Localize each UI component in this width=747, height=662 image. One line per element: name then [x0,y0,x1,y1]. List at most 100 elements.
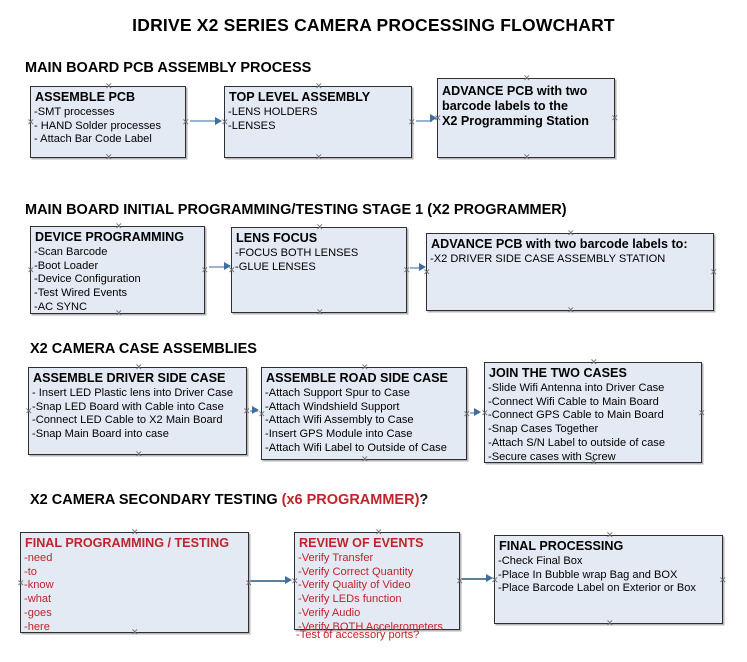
node-line: -what [24,593,52,606]
node-anchor-right[interactable] [719,577,726,584]
node-anchor-bottom[interactable] [590,459,597,466]
node-anchor-bottom[interactable] [523,154,530,161]
node-anchor-right[interactable] [463,411,470,418]
connector-assemble-pcb-to-top-level-assembly [190,120,216,122]
node-assemble-road-side-case[interactable]: ASSEMBLE ROAD SIDE CASE -Attach Support … [261,367,467,460]
node-anchor-top[interactable] [135,364,142,371]
node-anchor-top[interactable] [590,359,597,366]
node-top-level-assembly[interactable]: TOP LEVEL ASSEMBLY -LENS HOLDERS -LENSES [224,86,412,158]
node-anchor-bottom[interactable] [131,629,138,636]
node-line-overflow-test-of-accessory-ports: -Test of accessory ports? [296,629,420,641]
connector-lens-focus-to-advance-pcb-driver [410,267,423,269]
node-title: ADVANCE PCB with two barcode labels to: [431,237,688,251]
node-title: LENS FOCUS [236,231,318,245]
node-line: -FOCUS BOTH LENSES [235,246,359,259]
section-heading-suffix: ? [419,492,429,508]
node-anchor-top[interactable] [115,223,122,230]
node-anchor-top[interactable] [567,230,574,237]
node-join-the-two-cases[interactable]: JOIN THE TWO CASES -Slide Wifi Antenna i… [484,362,702,463]
node-line: -Boot Loader [34,259,99,272]
node-assemble-pcb[interactable]: ASSEMBLE PCB -SMT processes - HAND Solde… [30,86,186,158]
connector-arrowhead [224,262,231,270]
node-anchor-right[interactable] [611,115,618,122]
node-title: FINAL PROCESSING [499,539,624,553]
node-line: -LENSES [228,119,276,132]
node-line: -Attach Wifi Label to Outside of Case [265,442,447,455]
node-anchor-top[interactable] [316,224,323,231]
node-line-list: -Attach Support Spur to Case -Attach Win… [262,387,466,456]
node-line: -Snap LED Board with Cable into Case [32,400,224,413]
node-line: -Verify Correct Quantity [298,565,414,578]
connector-arrowhead [419,263,426,271]
node-anchor-top[interactable] [523,75,530,82]
node-review-of-events[interactable]: REVIEW OF EVENTS -Verify Transfer -Verif… [291,529,460,633]
node-anchor-left[interactable] [27,119,34,126]
node-anchor-bottom[interactable] [606,620,613,627]
node-anchor-left[interactable] [221,119,228,126]
connector-arrowhead [215,117,222,125]
node-line: - HAND Solder processes [34,119,162,132]
node-anchor-left[interactable] [291,578,298,585]
node-anchor-left[interactable] [17,580,24,587]
node-line: -Connect GPS Cable to Main Board [488,409,664,422]
node-anchor-right[interactable] [182,119,189,126]
node-anchor-top[interactable] [361,364,368,371]
node-anchor-right[interactable] [408,119,415,126]
node-line: -Connect LED Cable to X2 Main Board [32,414,223,427]
node-title: ASSEMBLE DRIVER SIDE CASE [33,371,226,385]
node-advance-pcb-to-x2-programming-station[interactable]: ADVANCE PCB with two barcode labels to t… [437,78,615,158]
section-heading-main-board-initial-programming-testing-stage-1: MAIN BOARD INITIAL PROGRAMMING/TESTING S… [25,202,567,218]
node-anchor-left[interactable] [25,408,32,415]
node-line: - Insert LED Plastic lens into Driver Ca… [32,386,233,399]
node-anchor-bottom[interactable] [315,154,322,161]
node-anchor-bottom[interactable] [105,154,112,161]
node-anchor-right[interactable] [698,410,705,417]
node-line: -Connect Wifi Cable to Main Board [488,395,659,408]
section-heading-x2-camera-secondary-testing: X2 CAMERA SECONDARY TESTING (x6 PROGRAMM… [30,492,428,508]
node-line: -Snap Cases Together [488,423,599,436]
node-line: -Verify Quality of Video [298,579,411,592]
node-anchor-bottom[interactable] [361,456,368,463]
node-anchor-right[interactable] [243,408,250,415]
section-heading-accent: (x6 PROGRAMMER) [281,492,420,508]
node-line-list: -need -to -know -what -goes -here [21,552,248,635]
node-anchor-top[interactable] [131,529,138,536]
node-line: -Secure cases with Screw [488,450,616,463]
node-line: -Place Barcode Label on Exterior or Box [498,582,696,595]
node-line-list: -LENS HOLDERS -LENSES [225,106,411,134]
node-title: TOP LEVEL ASSEMBLY [229,90,371,104]
node-line: -Verify LEDs function [298,593,402,606]
node-anchor-bottom[interactable] [316,309,323,316]
node-final-programming-testing[interactable]: FINAL PROGRAMMING / TESTING -need -to -k… [20,532,249,633]
node-anchor-left[interactable] [481,410,488,417]
node-line: -Verify Audio [298,607,361,620]
node-line-list: -SMT processes - HAND Solder processes -… [31,106,185,147]
connector-arrowhead [474,408,481,416]
node-anchor-left[interactable] [27,267,34,274]
node-anchor-top[interactable] [105,83,112,90]
node-line: -Snap Main Board into case [32,428,169,441]
node-anchor-left[interactable] [258,411,265,418]
node-line: -Test Wired Events [34,287,128,300]
node-lens-focus[interactable]: LENS FOCUS -FOCUS BOTH LENSES -GLUE LENS… [231,227,407,313]
node-anchor-bottom[interactable] [135,451,142,458]
node-line: -Attach Windshield Support [265,400,400,413]
node-anchor-right[interactable] [201,267,208,274]
node-anchor-bottom[interactable] [115,310,122,317]
node-advance-pcb-to-driver-side-case-assembly-station[interactable]: ADVANCE PCB with two barcode labels to: … [426,233,714,311]
node-device-programming[interactable]: DEVICE PROGRAMMING -Scan Barcode -Boot L… [30,226,205,314]
section-heading-main-board-pcb-assembly-process: MAIN BOARD PCB ASSEMBLY PROCESS [25,60,312,76]
node-anchor-top[interactable] [315,83,322,90]
node-anchor-bottom[interactable] [567,307,574,314]
node-final-processing[interactable]: FINAL PROCESSING -Check Final Box -Place… [494,535,723,624]
node-anchor-top[interactable] [375,529,382,536]
node-assemble-driver-side-case[interactable]: ASSEMBLE DRIVER SIDE CASE - Insert LED P… [28,367,247,455]
node-anchor-top[interactable] [606,532,613,539]
node-line-list: - Insert LED Plastic lens into Driver Ca… [29,387,246,442]
node-line: -Attach Support Spur to Case [265,386,410,399]
connector-device-programming-to-lens-focus [209,266,227,268]
node-anchor-right[interactable] [403,267,410,274]
node-line: -Attach Wifi Assembly to Case [265,414,414,427]
connector-arrowhead [430,114,437,122]
node-anchor-right[interactable] [710,269,717,276]
